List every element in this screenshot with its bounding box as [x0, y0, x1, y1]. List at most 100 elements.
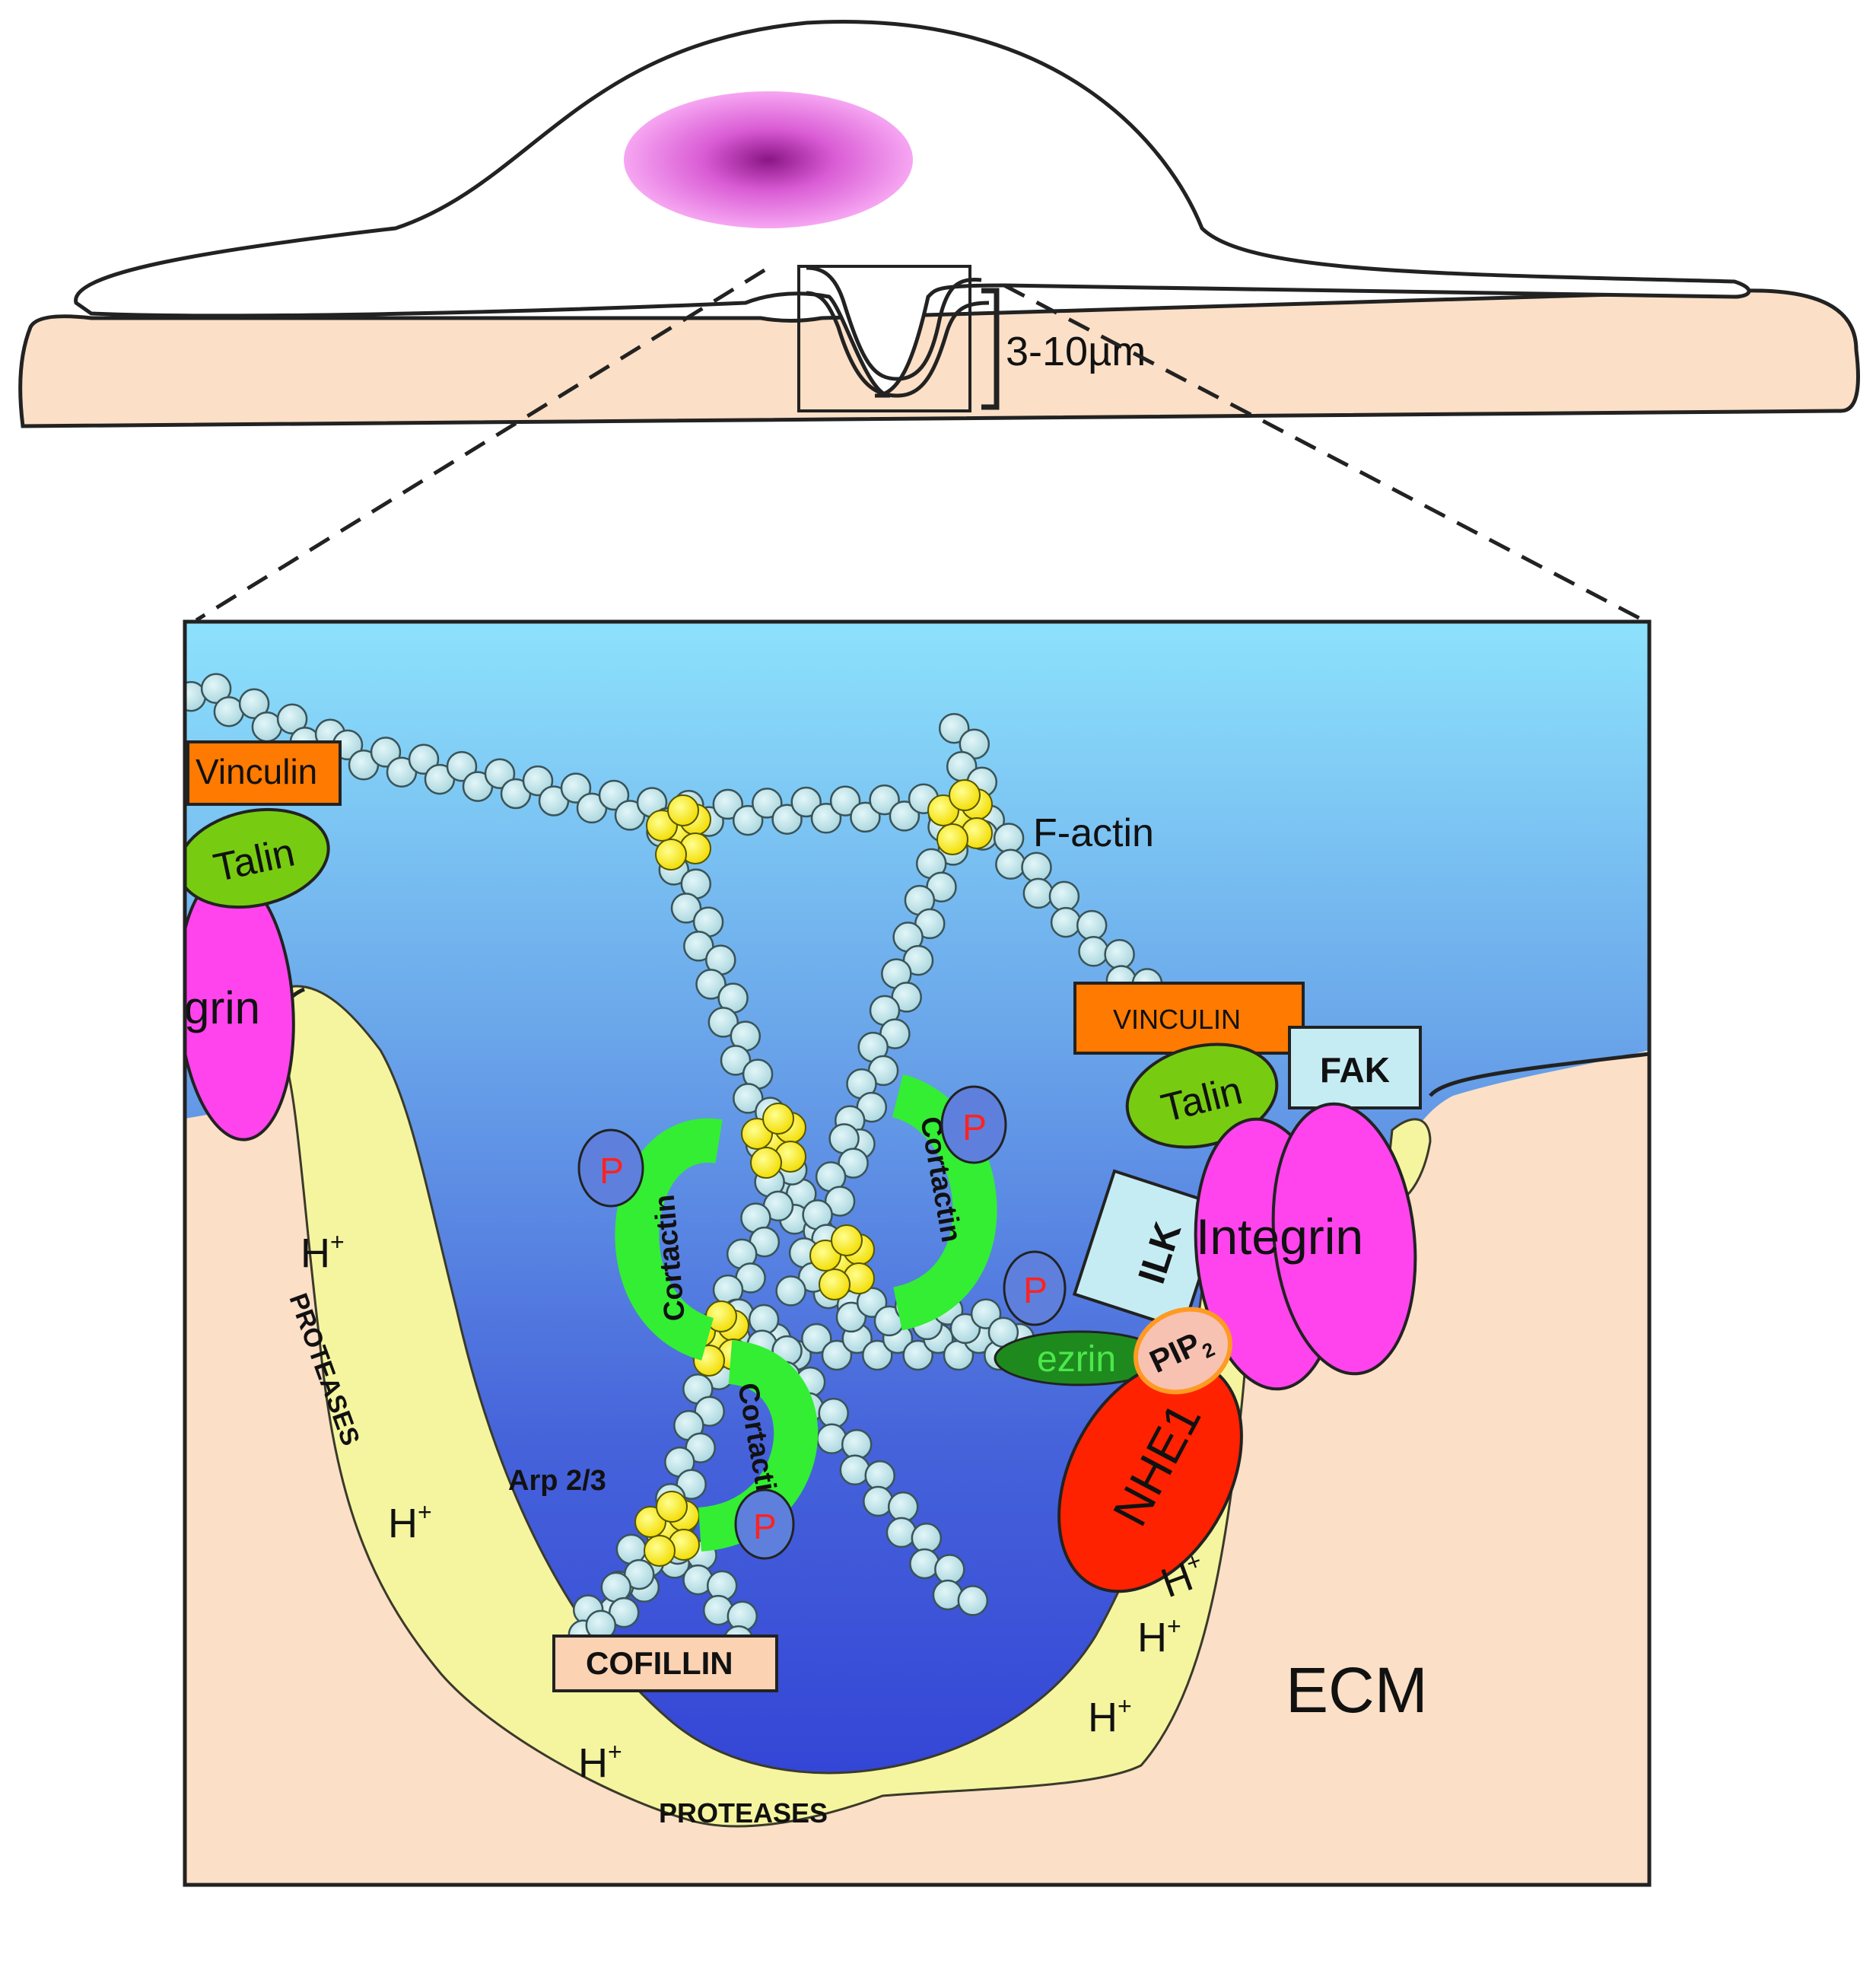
talin-right — [1125, 1042, 1279, 1149]
phospho-4 — [734, 1488, 795, 1560]
right-adhesion: VINCULIN FAK Talin ILK Integrin ezrin NH… — [994, 982, 1422, 1593]
phospho-3 — [1003, 1250, 1067, 1326]
actin-bead — [801, 1323, 832, 1354]
actin-bead — [938, 712, 970, 744]
actin-bead — [863, 1485, 894, 1517]
proton-label-1: H+ — [300, 1228, 345, 1276]
cortactin-ring-left — [615, 1118, 723, 1361]
phospho-2-label: P — [962, 1108, 987, 1148]
actin-bead — [732, 804, 764, 836]
actin-bead — [1048, 880, 1080, 912]
proton-label-6: H+ — [578, 1738, 622, 1786]
actin-bead — [790, 786, 822, 818]
actin-bead — [824, 1186, 856, 1217]
cortactin-group: Cortactin Cortactin Cortactin — [615, 1074, 997, 1552]
actin-bead — [370, 737, 402, 768]
nucleus — [624, 91, 913, 228]
f-actin-label: F-actin — [1033, 811, 1154, 855]
actin-bead — [902, 1339, 933, 1371]
arp23-complex — [634, 1491, 700, 1567]
actin-filament-8 — [834, 811, 969, 1160]
actin-bead — [869, 784, 900, 816]
actin-bead — [733, 1083, 764, 1114]
actin-bead — [200, 673, 232, 705]
phospho-1-label: P — [599, 1151, 624, 1192]
actin-bead — [560, 772, 592, 804]
actin-bead — [670, 893, 702, 924]
actin-bead — [821, 1339, 853, 1371]
proton-label-5: H+ — [1088, 1692, 1132, 1740]
proteases-bottom: PROTEASES — [659, 1797, 828, 1829]
actin-bead — [683, 931, 714, 962]
proton-label-4: H+ — [1137, 1612, 1181, 1660]
actin-filament-1 — [185, 673, 346, 758]
arp-label: Arp 2/3 — [508, 1465, 606, 1497]
membrane-right — [1429, 1052, 1649, 1097]
cofilin-label: COFILLIN — [586, 1645, 733, 1681]
arp23-bead — [949, 779, 981, 811]
arp23-bead — [667, 794, 699, 826]
talin-left — [185, 807, 330, 909]
actin-bead — [484, 758, 516, 789]
invagination-inner — [806, 291, 990, 398]
ezrin-label: ezrin — [1037, 1339, 1116, 1380]
actin-bead — [707, 1007, 739, 1038]
actin-bead — [446, 750, 478, 782]
cofilin-box — [552, 1635, 778, 1692]
arp23-bead — [831, 1224, 863, 1256]
scale-bracket — [981, 288, 1000, 410]
cell-outline — [74, 20, 1751, 398]
phospho-3-label: P — [1023, 1271, 1048, 1311]
actin-bead — [1104, 938, 1135, 970]
actin-bead — [818, 1397, 849, 1429]
actin-bead — [839, 1454, 871, 1486]
inset-frame — [183, 619, 1652, 1887]
arp23-complex — [927, 779, 993, 855]
actin-bead — [623, 1558, 655, 1590]
arp23-bead — [750, 1147, 782, 1179]
actin-bead — [932, 1579, 964, 1611]
zoom-line-left — [195, 268, 766, 622]
actin-bead — [995, 848, 1026, 880]
actin-bead — [238, 688, 270, 720]
actin-bead — [712, 788, 744, 820]
actin-bead — [862, 1339, 893, 1371]
actin-bead — [810, 803, 842, 834]
actin-bead — [1022, 877, 1054, 909]
arp23-bead — [762, 1103, 794, 1135]
arp23-bead — [656, 1491, 688, 1523]
actin-bead — [695, 969, 727, 1000]
phospho-4-label: P — [753, 1507, 777, 1546]
scale-label: 3-10µm — [1006, 329, 1146, 374]
vinculin-left — [186, 740, 342, 806]
actin-filament-17 — [585, 1533, 655, 1641]
actin-bead — [1076, 909, 1108, 941]
integrin-left-label: grin — [184, 982, 260, 1033]
actin-bead — [276, 703, 308, 735]
actin-bead — [1021, 851, 1052, 883]
proton-layer: H+H+H+H+H+H+ — [300, 1228, 1205, 1786]
actin-bead — [598, 779, 630, 811]
zoom-line-right — [1003, 283, 1645, 622]
cortactin-ring-right — [891, 1074, 997, 1331]
actin-bead — [720, 1045, 752, 1076]
top-cell-view: 3-10µm — [18, 20, 1860, 622]
integrin-right-front — [1271, 1102, 1417, 1376]
arp23-bead — [936, 823, 968, 855]
arp23-bead — [644, 1535, 676, 1567]
actin-bead — [816, 1423, 847, 1455]
vinculin-right-label: VINCULIN — [1113, 1004, 1241, 1035]
fak-box — [1288, 1026, 1422, 1109]
inset-panel: Cortactin Cortactin Cortactin P P P P gr… — [184, 622, 1649, 1885]
invagination-white — [806, 266, 982, 381]
cytoplasm — [185, 622, 1649, 1792]
vinculin-right — [1073, 982, 1305, 1055]
actin-bead — [522, 765, 554, 797]
actin-bead — [889, 801, 921, 832]
arp23-complex — [809, 1224, 875, 1300]
proton-label-2: H+ — [388, 1498, 432, 1546]
actin-bead — [608, 1596, 640, 1628]
actin-bead — [748, 1303, 780, 1335]
actin-bead — [864, 1459, 895, 1491]
phospho-2 — [940, 1085, 1007, 1164]
